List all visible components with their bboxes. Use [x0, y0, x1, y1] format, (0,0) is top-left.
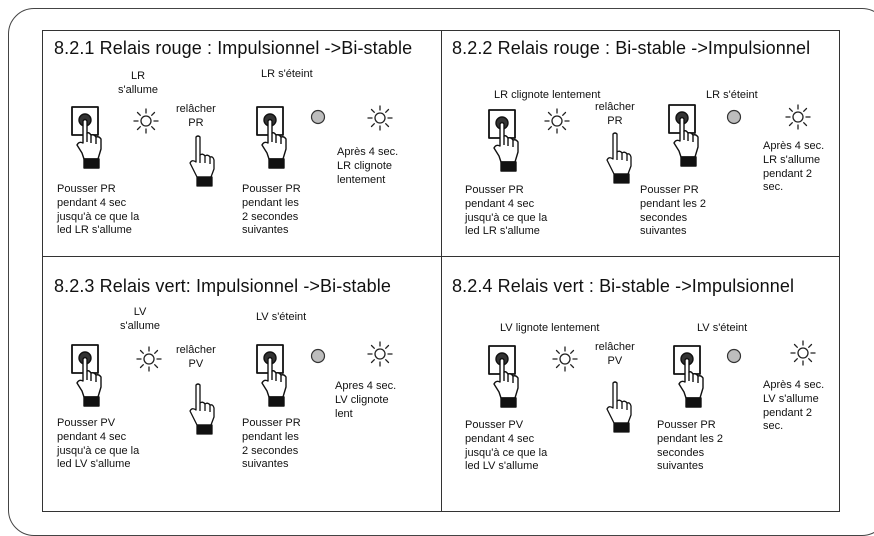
after-label: Après 4 sec. LV s'allume pendant 2 sec.: [763, 379, 825, 433]
push-step2-label: Pousser PR pendant les 2 secondes suivan…: [640, 184, 707, 238]
hand-release-icon: [189, 135, 215, 187]
after-label: Après 4 sec. LR s'allume pendant 2 sec.: [763, 140, 825, 194]
release-label: relâcher PR: [176, 103, 216, 129]
led-on-icon: [133, 108, 159, 134]
led-on-icon: [367, 341, 393, 367]
push-step2-label: Pousser PR pendant les 2 secondes suivan…: [657, 419, 724, 473]
led-off-label: LV s'éteint: [697, 322, 748, 334]
panel-title: 8.2.2 Relais rouge : Bi-stable ->Impulsi…: [452, 38, 811, 58]
release-label: relâcher PV: [595, 341, 635, 367]
led-on-label: LR s'allume: [118, 70, 159, 96]
led-off-label: LR s'éteint: [261, 68, 313, 80]
led-off-icon: [310, 348, 326, 364]
led-blink-label: LR clignote lentement: [494, 89, 601, 101]
panel-title: 8.2.3 Relais vert: Impulsionnel ->Bi-sta…: [54, 276, 391, 296]
led-on-icon: [136, 346, 162, 372]
hand-press-button-icon: [71, 344, 102, 407]
led-blink-label: LV lignote lentement: [500, 322, 600, 334]
release-label: relâcher PR: [595, 101, 635, 127]
led-off-label: LR s'éteint: [706, 89, 758, 101]
led-on-icon: [552, 346, 578, 372]
hand-press-button-icon: [256, 106, 287, 169]
panel-title: 8.2.1 Relais rouge : Impulsionnel ->Bi-s…: [54, 38, 413, 58]
led-on-icon: [544, 108, 570, 134]
led-on-label: LV s'allume: [120, 306, 161, 332]
release-label: relâcher PV: [176, 344, 216, 370]
push-step1-label: Pousser PR pendant 4 sec jusqu'à ce que …: [57, 183, 140, 237]
led-on-icon: [790, 340, 816, 366]
hand-press-button-icon: [488, 109, 519, 172]
after-label: Apres 4 sec. LV clignote lent: [335, 380, 397, 420]
after-label: Après 4 sec. LR clignote lentement: [337, 146, 399, 186]
led-on-icon: [367, 105, 393, 131]
led-off-icon: [726, 348, 742, 364]
grid-vertical-divider: [441, 30, 442, 512]
push-step1-label: Pousser PR pendant 4 sec jusqu'à ce que …: [465, 184, 548, 238]
push-step1-label: Pousser PV pendant 4 sec jusqu'à ce que …: [465, 419, 548, 473]
push-step2-label: Pousser PR pendant les 2 secondes suivan…: [242, 417, 301, 471]
hand-press-button-icon: [673, 345, 704, 408]
panel-title: 8.2.4 Relais vert : Bi-stable ->Impulsio…: [452, 276, 795, 296]
grid-horizontal-divider: [42, 256, 840, 257]
hand-release-icon: [189, 383, 215, 435]
hand-press-button-icon: [488, 345, 519, 408]
led-off-label: LV s'éteint: [256, 311, 307, 323]
led-off-icon: [310, 109, 326, 125]
hand-release-icon: [606, 381, 632, 433]
push-step1-label: Pousser PV pendant 4 sec jusqu'à ce que …: [57, 417, 140, 471]
hand-press-button-icon: [71, 106, 102, 169]
led-on-icon: [785, 104, 811, 130]
hand-press-button-icon: [668, 104, 699, 167]
led-off-icon: [726, 109, 742, 125]
hand-press-button-icon: [256, 344, 287, 407]
hand-release-icon: [606, 132, 632, 184]
push-step2-label: Pousser PR pendant les 2 secondes suivan…: [242, 183, 301, 237]
